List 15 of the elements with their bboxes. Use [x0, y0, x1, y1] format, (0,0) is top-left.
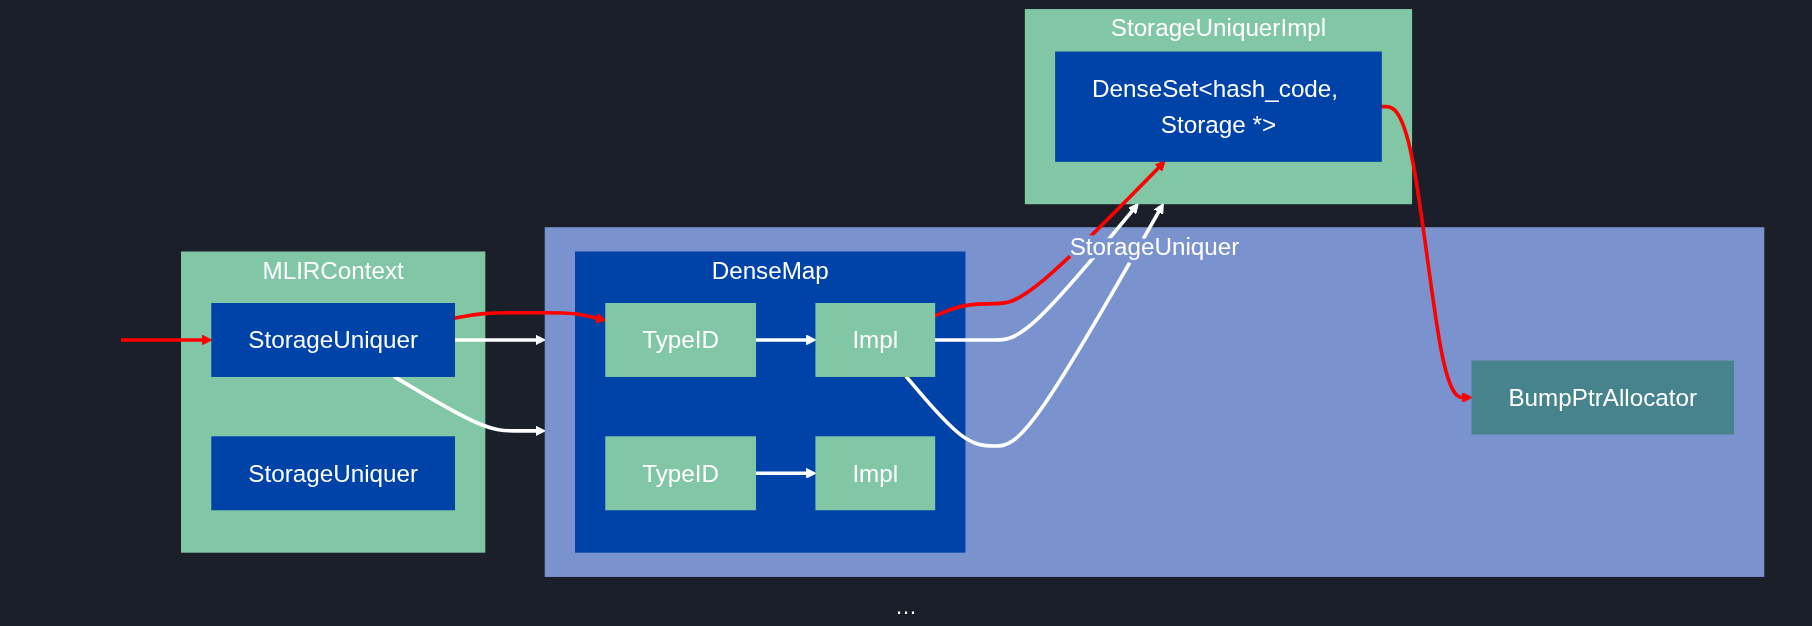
arrow: [904, 203, 1164, 448]
node-box: Impl: [815, 436, 936, 511]
arrow: [755, 467, 817, 479]
node-box: Impl: [815, 303, 936, 377]
node-box: StorageUniquer: [211, 436, 456, 511]
arrow: [454, 334, 546, 346]
node-box: StorageUniquer: [211, 303, 456, 377]
ellipsis-label: …: [895, 594, 917, 619]
node-box: BumpPtrAllocator: [1471, 360, 1735, 435]
node-box: TypeID: [605, 436, 757, 511]
arrow: [934, 203, 1139, 342]
node-box: DenseSet<hash_code, Storage *>: [1055, 51, 1382, 162]
arrow: [755, 334, 817, 346]
node-box: TypeID: [605, 303, 757, 377]
arrow: [1381, 104, 1473, 403]
